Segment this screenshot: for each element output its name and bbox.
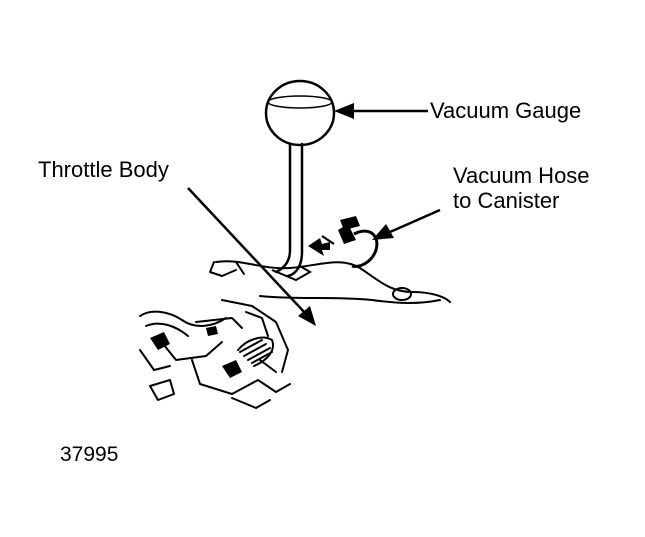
vacuum-gauge-label: Vacuum Gauge [430, 98, 582, 123]
leader-arrow-gauge [334, 103, 428, 119]
canister-hose [321, 216, 379, 268]
linkage-shading [150, 326, 242, 378]
vacuum-hose-label-line2: to Canister [453, 188, 560, 213]
figure-number: 37995 [60, 443, 119, 466]
hose-fitting [271, 265, 312, 282]
vacuum-hose-label-line1: Vacuum Hose [453, 163, 590, 188]
flow-arrow [308, 238, 330, 256]
engine-base-outline [209, 260, 451, 304]
linkage-spring [237, 336, 274, 367]
throttle-linkage [139, 299, 291, 409]
throttle-body-label: Throttle Body [38, 157, 169, 182]
leader-arrow-hose [372, 208, 441, 240]
vacuum-gauge [264, 79, 336, 147]
gauge-hose [274, 142, 304, 278]
leader-arrow-throttle [187, 187, 316, 326]
